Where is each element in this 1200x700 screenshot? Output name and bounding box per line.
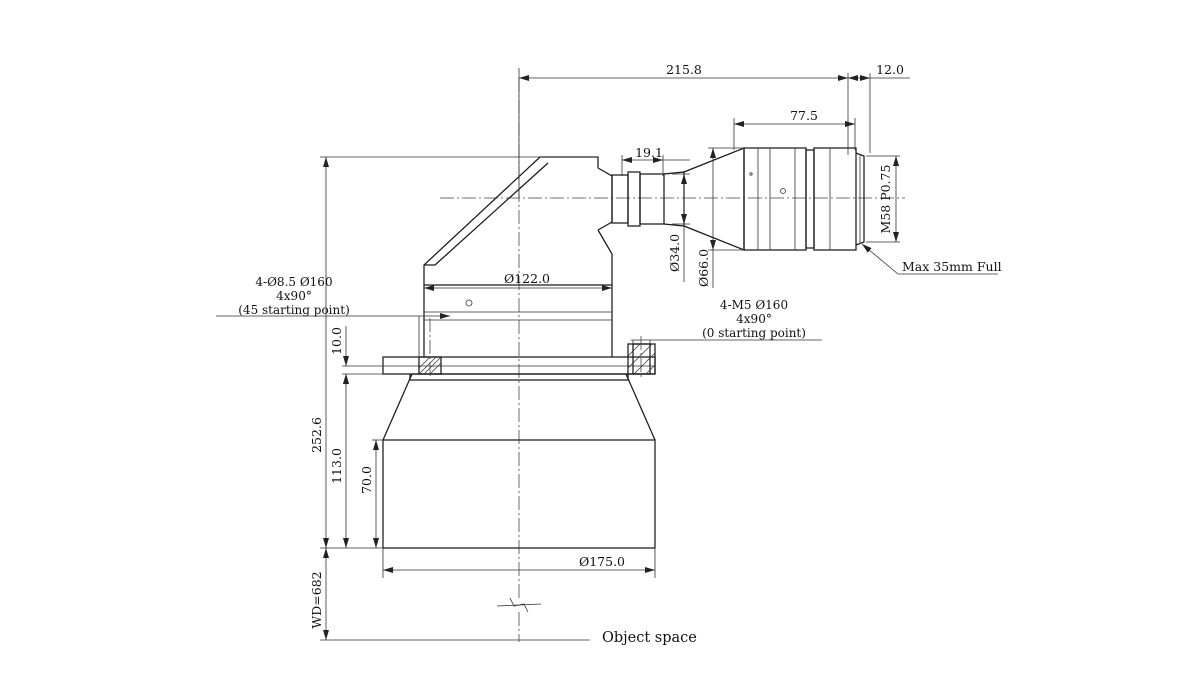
left-hole-line2: 4x90° — [276, 289, 312, 303]
dimension-77-5: 77.5 — [733, 108, 856, 150]
dimension-wd: WD=682 — [309, 548, 590, 641]
dimension-dia-34: Ø34.0 — [667, 173, 690, 282]
right-hole-note: 4-M5 Ø160 4x90° (0 starting point) — [631, 298, 822, 344]
dim-77-5-text: 77.5 — [790, 108, 818, 123]
dim-34-text: Ø34.0 — [667, 234, 682, 272]
right-hole-line2: 4x90° — [736, 312, 772, 326]
center-lines — [440, 78, 905, 642]
dim-12-0-text: 12.0 — [876, 62, 904, 77]
left-hole-line1: 4-Ø8.5 Ø160 — [255, 275, 332, 289]
dim-252-6-text: 252.6 — [309, 417, 324, 453]
dimension-252-6: 252.6 — [309, 156, 540, 549]
sensor-note-text: Max 35mm Full — [902, 259, 1002, 274]
dimension-dia-175: Ø175.0 — [382, 548, 656, 578]
right-hole-line1: 4-M5 Ø160 — [720, 298, 788, 312]
dim-215-8-text: 215.8 — [666, 62, 702, 77]
dim-66-text: Ø66.0 — [696, 249, 711, 287]
dim-113-0-text: 113.0 — [329, 448, 344, 484]
sensor-leader: Max 35mm Full — [861, 243, 1002, 275]
dimension-19-1: 19.1 — [621, 145, 690, 176]
dimension-12-0: 12.0 — [848, 62, 910, 153]
lens-body-outline — [382, 156, 656, 549]
dim-122-text: Ø122.0 — [504, 271, 550, 286]
dim-10-0-text: 10.0 — [329, 327, 344, 355]
left-hole-line3: (45 starting point) — [238, 303, 350, 317]
dimension-215-8: 215.8 — [518, 62, 849, 198]
object-space-label: Object space — [602, 630, 697, 646]
dim-70-0-text: 70.0 — [359, 466, 374, 494]
camera-arm-outline — [597, 147, 865, 251]
dimension-70-0: 70.0 — [359, 439, 383, 548]
dim-175-text: Ø175.0 — [579, 554, 625, 569]
dimension-dia-122: Ø122.0 — [424, 271, 612, 291]
dimension-m58: M58 P0.75 — [866, 155, 900, 243]
right-hole-line3: (0 starting point) — [702, 326, 806, 340]
dim-19-1-text: 19.1 — [635, 145, 663, 160]
dimension-113-0: 113.0 — [329, 374, 349, 548]
left-hole-note: 4-Ø8.5 Ø160 4x90° (45 starting point) — [216, 275, 450, 357]
dimension-10-0: 10.0 — [329, 326, 383, 386]
dimension-dia-66: Ø66.0 — [696, 147, 744, 288]
dim-wd-text: WD=682 — [309, 571, 324, 628]
dim-m58-text: M58 P0.75 — [878, 165, 893, 234]
